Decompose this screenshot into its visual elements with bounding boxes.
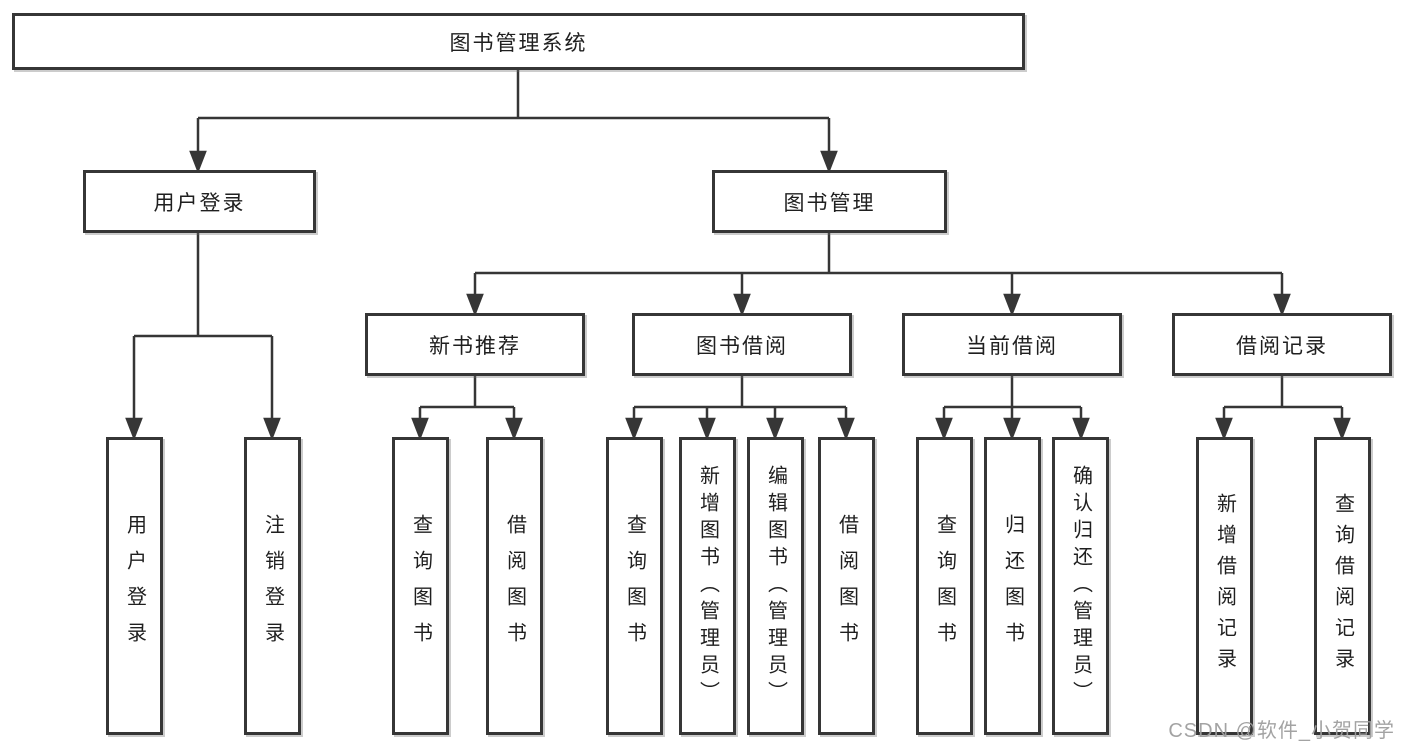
arrowhead: [1333, 417, 1351, 441]
leaf-borrow-books-recommend: 借阅图书: [486, 437, 543, 735]
leaf-query-books-recommend-label: 查询图书: [409, 514, 432, 658]
leaf-user-login-label: 用户登录: [123, 514, 146, 658]
leaf-query-books-recommend: 查询图书: [392, 437, 449, 735]
leaf-borrow-books-label: 借阅图书: [835, 514, 858, 658]
leaf-borrow-books-recommend-label: 借阅图书: [503, 514, 526, 658]
node-user-login-label: 用户登录: [153, 191, 246, 215]
arrowhead: [411, 417, 429, 441]
arrowhead: [263, 417, 281, 441]
node-new-book-recommend: 新书推荐: [365, 313, 585, 376]
arrowhead: [837, 417, 855, 441]
node-book-management-label: 图书管理: [783, 191, 876, 215]
node-borrow-record-label: 借阅记录: [1236, 334, 1328, 358]
leaf-confirm-return-admin-label: 确认归还（管理员）: [1069, 464, 1092, 708]
leaf-return-books: 归还图书: [984, 437, 1041, 735]
arrowhead: [766, 417, 784, 441]
arrowhead: [1273, 293, 1291, 317]
leaf-query-borrow-record: 查询借阅记录: [1314, 437, 1371, 735]
node-new-book-recommend-label: 新书推荐: [429, 334, 521, 358]
leaf-edit-books-admin: 编辑图书（管理员）: [747, 437, 804, 735]
node-borrow-record: 借阅记录: [1172, 313, 1392, 376]
arrowhead: [935, 417, 953, 441]
leaf-add-borrow-record-label: 新增借阅记录: [1213, 493, 1236, 679]
arrowhead: [698, 417, 716, 441]
node-current-borrow-label: 当前借阅: [966, 334, 1058, 358]
leaf-edit-books-admin-label: 编辑图书（管理员）: [764, 464, 787, 708]
leaf-query-borrow-record-label: 查询借阅记录: [1331, 493, 1354, 679]
leaf-add-books-admin: 新增图书（管理员）: [679, 437, 736, 735]
node-root-label: 图书管理系统: [449, 31, 588, 55]
arrowhead: [1215, 417, 1233, 441]
csdn-watermark: CSDN @软件_小贺同学: [1168, 720, 1395, 742]
leaf-add-borrow-record: 新增借阅记录: [1196, 437, 1253, 735]
leaf-logout: 注销登录: [244, 437, 301, 735]
node-book-management: 图书管理: [712, 170, 947, 233]
arrowhead: [466, 293, 484, 317]
leaf-query-books-current-label: 查询图书: [933, 514, 956, 658]
arrowhead: [505, 417, 523, 441]
leaf-confirm-return-admin: 确认归还（管理员）: [1052, 437, 1109, 735]
leaf-logout-label: 注销登录: [261, 514, 284, 658]
arrowhead: [1003, 417, 1021, 441]
node-user-login: 用户登录: [83, 170, 316, 233]
arrowhead: [820, 150, 838, 174]
node-book-borrow-label: 图书借阅: [696, 334, 788, 358]
arrowhead: [1072, 417, 1090, 441]
leaf-query-books-borrow-label: 查询图书: [623, 514, 646, 658]
arrowhead: [625, 417, 643, 441]
leaf-borrow-books: 借阅图书: [818, 437, 875, 735]
leaf-query-books-current: 查询图书: [916, 437, 973, 735]
node-current-borrow: 当前借阅: [902, 313, 1122, 376]
arrowhead: [733, 293, 751, 317]
arrowhead: [189, 150, 207, 174]
leaf-return-books-label: 归还图书: [1001, 514, 1024, 658]
leaf-user-login: 用户登录: [106, 437, 163, 735]
node-book-borrow: 图书借阅: [632, 313, 852, 376]
node-root-library-system: 图书管理系统: [12, 13, 1025, 70]
arrowhead: [125, 417, 143, 441]
leaf-add-books-admin-label: 新增图书（管理员）: [696, 464, 719, 708]
arrowhead: [1003, 293, 1021, 317]
leaf-query-books-borrow: 查询图书: [606, 437, 663, 735]
